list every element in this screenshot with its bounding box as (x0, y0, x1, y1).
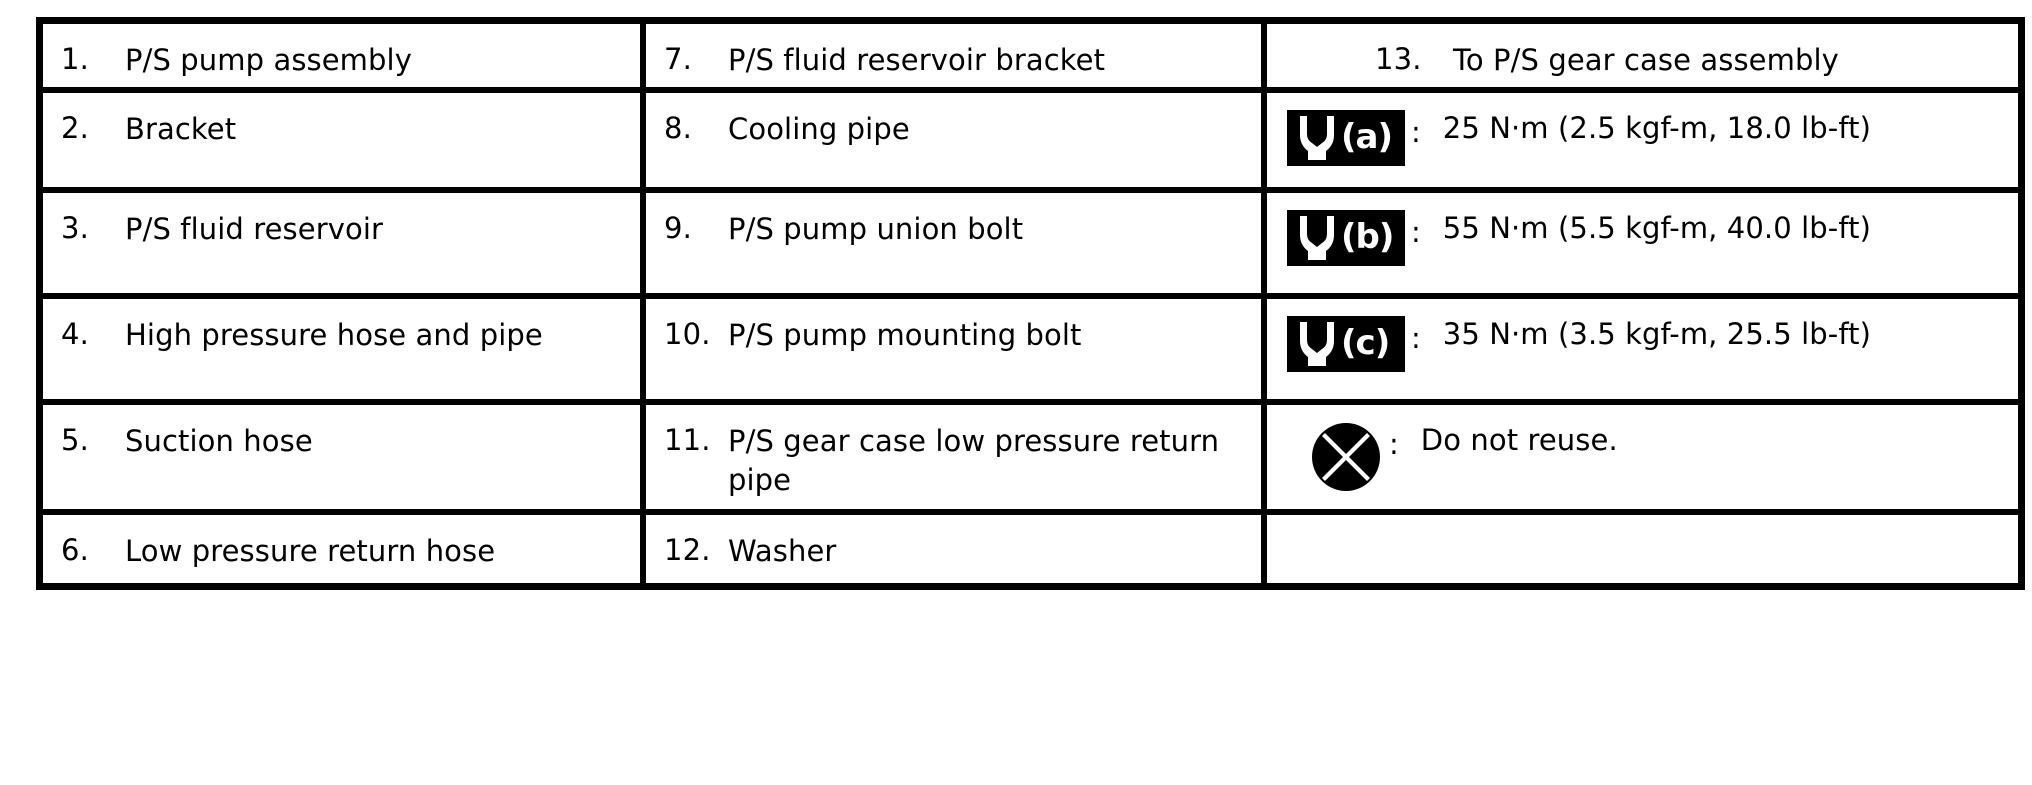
item-number: 10. (664, 317, 711, 352)
list-item: 10. P/S pump mounting bolt (646, 299, 1261, 362)
item-label: Washer (728, 534, 837, 569)
cell-col2-row1: 7. P/S fluid reservoir bracket (640, 17, 1267, 94)
spec-colon: : (1411, 215, 1421, 250)
torque-letter: (a) (1341, 117, 1393, 158)
item-number: 8. (664, 111, 693, 146)
item-label: P/S pump mounting bolt (728, 318, 1082, 353)
wrench-icon (1300, 322, 1334, 367)
note-spec-row: : Do not reuse. (1267, 405, 2018, 502)
wrench-torque-icon: (a) (1287, 107, 1405, 167)
cell-col3-row5: : Do not reuse. (1261, 399, 2025, 516)
spec-colon: : (1411, 115, 1421, 150)
item-number: 6. (61, 533, 90, 568)
list-item: 12. Washer (646, 515, 1261, 578)
torque-value: 55 N·m (5.5 kgf-m, 40.0 lb-ft) (1442, 211, 1872, 246)
item-number: 11. (664, 423, 711, 458)
item-number: 12. (664, 533, 711, 568)
cell-col2-row6: 12. Washer (640, 509, 1267, 590)
cell-col1-row6: 6. Low pressure return hose (36, 509, 646, 590)
item-label: Low pressure return hose (125, 534, 496, 569)
torque-value: 35 N·m (3.5 kgf-m, 25.5 lb-ft) (1442, 317, 1872, 352)
list-item: 7. P/S fluid reservoir bracket (646, 24, 1261, 87)
cell-col3-row1: 13. To P/S gear case assembly (1261, 17, 2025, 94)
table-row: 1. P/S pump assembly 7. P/S fluid reserv… (36, 17, 2025, 94)
torque-badge: (a) (1287, 110, 1405, 167)
item-label: Bracket (125, 112, 237, 147)
torque-spec-row: (a) : 25 N·m (2.5 kgf-m, 18.0 lb-ft) (1267, 93, 2018, 174)
table-row: 4. High pressure hose and pipe 10. P/S p… (36, 293, 2025, 406)
torque-spec-row: (c) : 35 N·m (3.5 kgf-m, 25.5 lb-ft) (1267, 299, 2018, 380)
list-item: 9. P/S pump union bolt (646, 193, 1261, 256)
wrench-torque-icon: (b) (1287, 207, 1405, 267)
table-row: 6. Low pressure return hose 12. Washer (36, 509, 2025, 590)
note-value: Do not reuse. (1420, 423, 1618, 458)
cell-col1-row2: 2. Bracket (36, 87, 646, 194)
list-item: 6. Low pressure return hose (43, 515, 640, 578)
crossed-circle-do-not-reuse-icon (1287, 419, 1383, 494)
list-item: 11. P/S gear case low pressure return pi… (646, 405, 1261, 507)
item-label: P/S gear case low pressure return pipe (728, 424, 1220, 497)
list-item: 1. P/S pump assembly (43, 24, 640, 87)
table-row: 2. Bracket 8. Cooling pipe (36, 87, 2025, 194)
cell-col1-row5: 5. Suction hose (36, 399, 646, 516)
torque-badge: (b) (1287, 210, 1405, 267)
wrench-torque-icon: (c) (1287, 313, 1405, 373)
cell-col1-row1: 1. P/S pump assembly (36, 17, 646, 94)
spec-colon: : (1389, 427, 1399, 462)
parts-legend-table: 1. P/S pump assembly 7. P/S fluid reserv… (36, 17, 2025, 591)
cell-col1-row4: 4. High pressure hose and pipe (36, 293, 646, 406)
item-label: P/S fluid reservoir bracket (728, 43, 1106, 77)
item-number: 9. (664, 211, 693, 246)
table-row: 5. Suction hose 11. P/S gear case low pr… (36, 399, 2025, 516)
crossed-circle-icon (1312, 423, 1380, 492)
item-number: 3. (61, 211, 90, 246)
table-row: 3. P/S fluid reservoir 9. P/S pump union… (36, 187, 2025, 300)
item-label: To P/S gear case assembly (1453, 43, 1839, 77)
list-item: 4. High pressure hose and pipe (43, 299, 640, 362)
item-number: 13. (1375, 42, 1422, 76)
item-number: 2. (61, 111, 90, 146)
torque-badge: (c) (1287, 316, 1405, 373)
cell-col2-row4: 10. P/S pump mounting bolt (640, 293, 1267, 406)
wrench-icon (1300, 116, 1334, 161)
list-item: 5. Suction hose (43, 405, 640, 468)
empty-cell (1267, 515, 2018, 583)
item-number: 4. (61, 317, 90, 352)
torque-letter: (b) (1341, 217, 1394, 258)
item-number: 7. (664, 42, 693, 76)
item-label: Cooling pipe (728, 112, 910, 147)
cell-col2-row5: 11. P/S gear case low pressure return pi… (640, 399, 1267, 516)
spec-colon: : (1411, 321, 1421, 356)
list-item: 2. Bracket (43, 93, 640, 156)
item-label: High pressure hose and pipe (125, 318, 543, 353)
list-item: 13. To P/S gear case assembly (1267, 24, 2018, 87)
list-item: 3. P/S fluid reservoir (43, 193, 640, 256)
cell-col1-row3: 3. P/S fluid reservoir (36, 187, 646, 300)
torque-spec-row: (b) : 55 N·m (5.5 kgf-m, 40.0 lb-ft) (1267, 193, 2018, 274)
item-label: Suction hose (125, 424, 313, 459)
torque-letter: (c) (1341, 323, 1390, 364)
cell-col3-row6 (1261, 509, 2025, 590)
cell-col2-row2: 8. Cooling pipe (640, 87, 1267, 194)
item-number: 5. (61, 423, 90, 458)
item-label: P/S pump union bolt (728, 212, 1024, 247)
torque-value: 25 N·m (2.5 kgf-m, 18.0 lb-ft) (1442, 111, 1872, 146)
item-label: P/S fluid reservoir (125, 212, 384, 247)
item-label: P/S pump assembly (125, 43, 412, 77)
list-item: 8. Cooling pipe (646, 93, 1261, 156)
cell-col3-row3: (b) : 55 N·m (5.5 kgf-m, 40.0 lb-ft) (1261, 187, 2025, 300)
cell-col2-row3: 9. P/S pump union bolt (640, 187, 1267, 300)
item-number: 1. (61, 42, 90, 76)
wrench-icon (1300, 216, 1334, 261)
cell-col3-row2: (a) : 25 N·m (2.5 kgf-m, 18.0 lb-ft) (1261, 87, 2025, 194)
cell-col3-row4: (c) : 35 N·m (3.5 kgf-m, 25.5 lb-ft) (1261, 293, 2025, 406)
